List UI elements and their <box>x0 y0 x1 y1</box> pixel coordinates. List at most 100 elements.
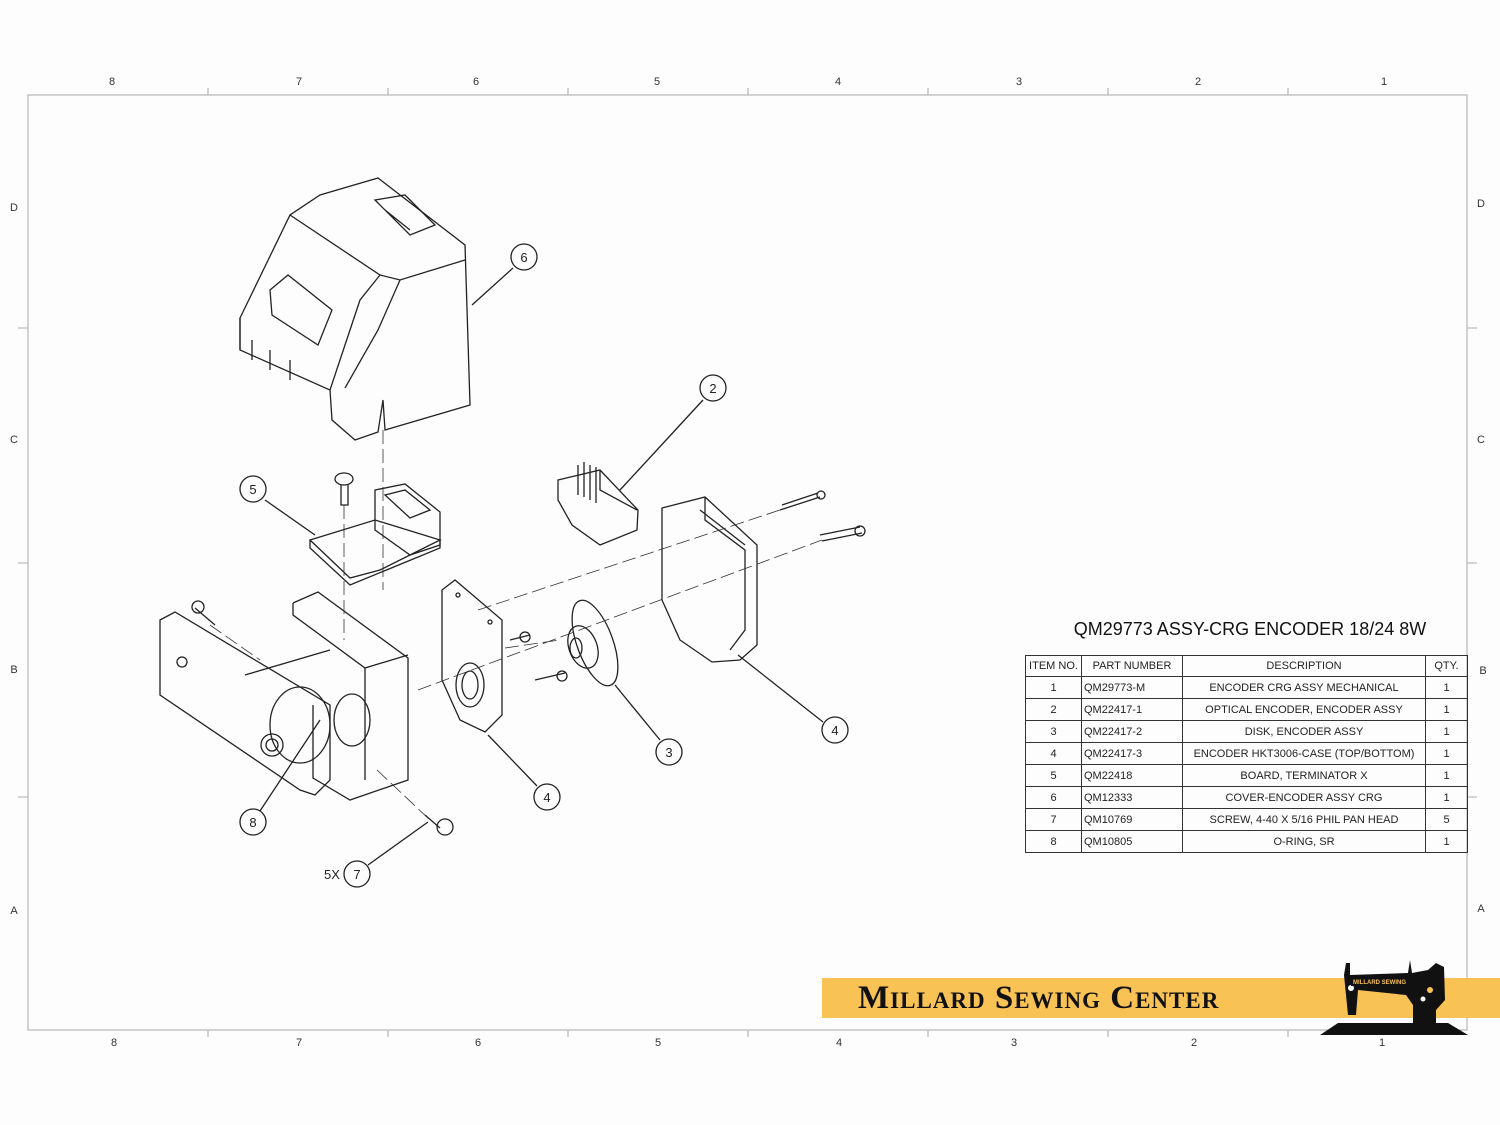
cell-item-no: 4 <box>1025 742 1082 765</box>
part-case-left <box>441 579 503 733</box>
zone-row-right: B <box>1479 665 1487 677</box>
cell-item-no: 6 <box>1025 786 1082 809</box>
zone-col-bottom: 6 <box>474 1037 482 1049</box>
part-cover <box>239 177 471 441</box>
cell-qty: 1 <box>1425 720 1468 743</box>
zone-col-top: 5 <box>653 76 661 88</box>
part-board <box>308 472 442 586</box>
screws <box>191 490 866 836</box>
balloon-6: 6 <box>510 243 538 271</box>
balloon-8: 8 <box>239 808 267 836</box>
cell-description: ENCODER HKT3006-CASE (TOP/BOTTOM) <box>1182 742 1426 765</box>
part-optical-encoder <box>557 462 639 546</box>
zone-row-left: C <box>10 434 18 446</box>
zone-col-top: 8 <box>108 76 116 88</box>
zone-col-top: 4 <box>834 76 842 88</box>
cell-part-number: QM10805 <box>1081 830 1183 853</box>
cell-part-number: QM29773-M <box>1081 676 1183 699</box>
sewing-machine-label: MILLARD SEWING <box>1351 980 1408 986</box>
zone-col-bottom: 5 <box>654 1037 662 1049</box>
zone-col-top: 2 <box>1194 76 1202 88</box>
cell-item-no: 8 <box>1025 830 1082 853</box>
cell-item-no: 1 <box>1025 676 1082 699</box>
drawing-border <box>27 94 1468 1031</box>
part-mechanical-assy <box>159 591 409 801</box>
balloon-8-number: 8 <box>249 815 256 830</box>
zone-col-bottom: 7 <box>295 1037 303 1049</box>
brand-name: Millard Sewing Center <box>858 980 1220 1016</box>
cell-qty: 1 <box>1425 764 1468 787</box>
zone-col-bottom: 4 <box>835 1037 843 1049</box>
zone-row-right: C <box>1477 434 1485 446</box>
cell-part-number: QM22417-3 <box>1081 742 1183 765</box>
zone-row-right: A <box>1477 903 1485 915</box>
cell-qty: 5 <box>1425 808 1468 831</box>
callout-balloons: 6 2 5 3 4 4 8 7 5X <box>239 243 849 888</box>
balloon-7-quantity: 5X <box>324 867 340 882</box>
cell-item-no: 5 <box>1025 764 1082 787</box>
zone-row-right: D <box>1477 198 1485 210</box>
balloon-4-number: 4 <box>543 790 550 805</box>
cell-part-number: QM22418 <box>1081 764 1183 787</box>
balloon-7-number: 7 <box>353 867 360 882</box>
zone-col-bottom: 2 <box>1190 1037 1198 1049</box>
balloon-3: 3 <box>655 738 683 766</box>
header-item-no: ITEM NO. <box>1025 655 1082 677</box>
cell-description: OPTICAL ENCODER, ENCODER ASSY <box>1182 698 1426 721</box>
zone-row-left: D <box>10 202 18 214</box>
cell-part-number: QM22417-1 <box>1081 698 1183 721</box>
table-header-row: ITEM NO. PART NUMBER DESCRIPTION QTY. <box>1025 655 1468 677</box>
cell-part-number: QM10769 <box>1081 808 1183 831</box>
part-case-right <box>661 496 758 663</box>
cell-part-number: QM12333 <box>1081 786 1183 809</box>
assembly-center-lines <box>209 430 823 821</box>
cell-part-number: QM22417-2 <box>1081 720 1183 743</box>
zone-ticks <box>18 88 1477 1037</box>
zone-col-top: 3 <box>1015 76 1023 88</box>
zone-row-left: A <box>10 905 18 917</box>
header-part-number: PART NUMBER <box>1081 655 1183 677</box>
cell-description: DISK, ENCODER ASSY <box>1182 720 1426 743</box>
header-description: DESCRIPTION <box>1182 655 1426 677</box>
zone-col-top: 6 <box>472 76 480 88</box>
balloon-5-number: 5 <box>249 482 256 497</box>
balloon-3-number: 3 <box>665 745 672 760</box>
balloon-4-right: 4 <box>821 716 849 744</box>
cell-qty: 1 <box>1425 742 1468 765</box>
balloon-2-number: 2 <box>709 381 716 396</box>
cell-item-no: 2 <box>1025 698 1082 721</box>
cell-qty: 1 <box>1425 676 1468 699</box>
cell-qty: 1 <box>1425 786 1468 809</box>
cell-qty: 1 <box>1425 830 1468 853</box>
zone-row-left: B <box>10 664 18 676</box>
header-qty: QTY. <box>1425 655 1468 677</box>
cell-description: ENCODER CRG ASSY MECHANICAL <box>1182 676 1426 699</box>
cell-description: SCREW, 4-40 X 5/16 PHIL PAN HEAD <box>1182 808 1426 831</box>
bom-title: QM29773 ASSY-CRG ENCODER 18/24 8W <box>1073 619 1427 639</box>
zone-col-bottom: 1 <box>1378 1037 1386 1049</box>
part-disk <box>567 599 619 687</box>
balloon-6-number: 6 <box>520 250 527 265</box>
balloon-4-number: 4 <box>831 723 838 738</box>
balloon-4-left: 4 <box>533 783 561 811</box>
cell-item-no: 7 <box>1025 808 1082 831</box>
balloon-2: 2 <box>699 374 727 402</box>
balloon-7: 7 5X <box>324 860 371 888</box>
cell-description: BOARD, TERMINATOR X <box>1182 764 1426 787</box>
cell-description: COVER-ENCODER ASSY CRG <box>1182 786 1426 809</box>
cell-item-no: 3 <box>1025 720 1082 743</box>
zone-col-top: 7 <box>295 76 303 88</box>
sewing-machine-logo-icon <box>1320 960 1468 1035</box>
cell-qty: 1 <box>1425 698 1468 721</box>
cell-description: O-RING, SR <box>1182 830 1426 853</box>
leader-lines <box>259 267 824 866</box>
balloon-5: 5 <box>239 475 267 503</box>
zone-col-bottom: 3 <box>1010 1037 1018 1049</box>
